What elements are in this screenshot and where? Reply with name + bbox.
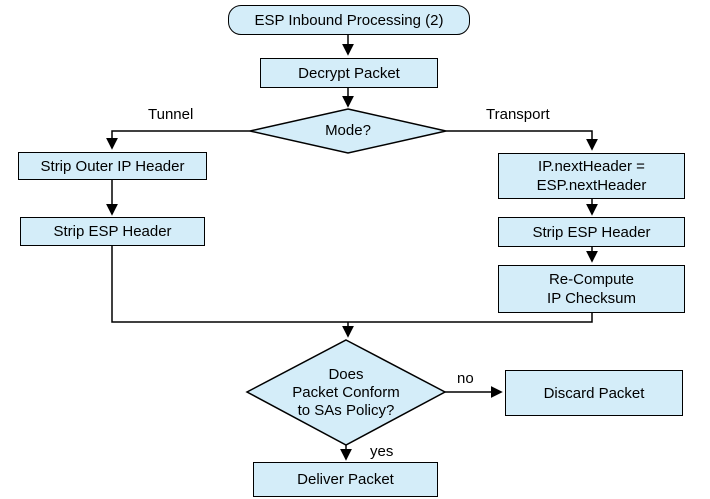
node-strip-esp-header-tunnel: Strip ESP Header xyxy=(20,217,205,246)
edge-label-no: no xyxy=(457,370,474,387)
node-discard-packet: Discard Packet xyxy=(505,370,683,416)
node-strip-outer-ip-header: Strip Outer IP Header xyxy=(18,152,207,180)
mode-diamond-shape xyxy=(249,108,447,154)
node-ip-nextheader: IP.nextHeader = ESP.nextHeader xyxy=(498,153,685,199)
edge-tunnel-merge xyxy=(111,246,348,323)
edge-transport-merge xyxy=(348,313,593,323)
node-decrypt-packet: Decrypt Packet xyxy=(260,58,438,88)
edge-label-tunnel: Tunnel xyxy=(148,106,194,123)
node-recompute-ip-checksum: Re-Compute IP Checksum xyxy=(498,265,685,313)
edge-label-transport: Transport xyxy=(486,106,550,123)
node-start: ESP Inbound Processing (2) xyxy=(228,5,470,35)
edge-mode-tunnel xyxy=(106,130,250,150)
edge-label-yes: yes xyxy=(370,443,394,460)
node-strip-esp-header-transport: Strip ESP Header xyxy=(498,217,685,247)
node-deliver-packet: Deliver Packet xyxy=(253,462,438,497)
policy-diamond-shape xyxy=(245,339,447,446)
edge-mode-transport xyxy=(446,130,598,151)
